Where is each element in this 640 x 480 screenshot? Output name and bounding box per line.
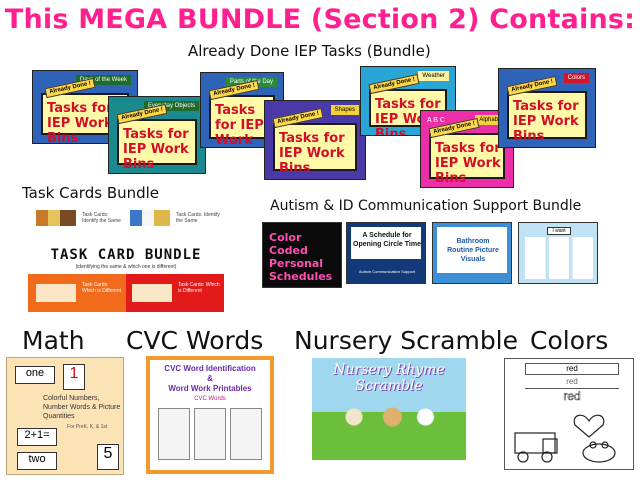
topic-tag: Shapes: [330, 105, 359, 115]
personal-schedules-cover[interactable]: Color Coded Personal Schedules: [262, 222, 342, 288]
task-card-label: Task Cards: Which is Different: [82, 282, 122, 294]
math-label: Math: [22, 326, 85, 355]
task-card-label: Task Cards: Identify the Same: [176, 212, 220, 224]
pictures-right: [132, 284, 172, 302]
nursery-label: Nursery Scramble: [294, 326, 519, 355]
bathroom-routine-cover[interactable]: Bathroom Routine Picture Visuals: [432, 222, 512, 284]
equation-card: 2+1=: [17, 428, 57, 446]
cvc-label: CVC Words: [126, 326, 264, 355]
topic-tag: Everyday Objects: [143, 101, 199, 111]
numeral-card-five: 5: [97, 444, 119, 470]
math-cover[interactable]: one 1 Colorful Numbers, Number Words & P…: [6, 357, 124, 475]
color-word-2: red: [525, 377, 619, 389]
number-word-card-two: two: [17, 452, 57, 470]
cover-text: Tasks for IEP Work Bins: [215, 103, 264, 148]
cover-text: Tasks for IEP Work Bins: [279, 131, 345, 176]
circle-time-title: A Schedule for Opening Circle Time: [353, 232, 421, 248]
task-card-bundle-subtitle: (identifying the same & which one is dif…: [75, 264, 177, 270]
iep-cover-colors[interactable]: Colors Already Done ! Tasks for IEP Work…: [498, 68, 596, 148]
truck-icon: [514, 432, 556, 454]
cover-text: Tasks for IEP Work Bins: [123, 127, 189, 172]
color-word-1: red: [525, 363, 619, 375]
food-pictures: [36, 210, 76, 226]
iep-bundle-heading: Already Done IEP Tasks (Bundle): [188, 42, 431, 60]
cover-frame: [117, 119, 197, 165]
iep-cover-everyday-objects[interactable]: Everyday Objects Already Done ! Tasks fo…: [108, 96, 206, 174]
nursery-rhyme-cover[interactable]: Nursery Rhyme Scramble: [312, 358, 466, 460]
worksheet-preview-3: [230, 408, 262, 460]
worksheet-preview-2: [194, 408, 226, 460]
iep-cover-shapes[interactable]: Shapes Already Done ! Tasks for IEP Work…: [264, 100, 366, 180]
cover-text: Tasks for IEP Work Bins: [513, 99, 579, 144]
cvc-subtitle: CVC Words: [194, 396, 226, 402]
cvc-title-line1: CVC Word Identification: [164, 364, 256, 373]
topic-tag: Weather: [418, 71, 449, 81]
math-title: Colorful Numbers, Number Words & Picture…: [43, 395, 121, 420]
autism-heading: Autism & ID Communication Support Bundle: [270, 198, 582, 214]
cover-frame: [273, 123, 357, 171]
task-row-bottom: Task Cards: Which is Different Task Card…: [28, 274, 224, 312]
topic-tag: Colors: [563, 73, 589, 83]
cvc-title-line2: Word Work Printables: [168, 384, 252, 393]
coloring-pictures: [514, 414, 616, 463]
schedules-title: Color Coded Personal Schedules: [269, 231, 333, 283]
worksheet-preview-1: [158, 408, 190, 460]
task-card-label: Task Cards: Which is Different: [178, 282, 220, 294]
circle-time-subtitle: Autism Communication Support: [358, 269, 416, 274]
characters: [332, 402, 442, 432]
task-card-bundle-cover[interactable]: Task Cards: Identify the Same Task Cards…: [28, 204, 224, 312]
heart-icon: [573, 414, 605, 438]
circle-time-panel: [351, 227, 421, 259]
colors-label: Colors: [530, 326, 609, 355]
abc-letters: A B C: [427, 117, 445, 124]
pecs-grid: [525, 237, 593, 279]
cvc-cover[interactable]: CVC Word Identification & Word Work Prin…: [146, 356, 274, 474]
task-cards-heading: Task Cards Bundle: [22, 184, 160, 202]
numeral-card: 1: [63, 364, 85, 390]
cvc-amp: &: [207, 374, 213, 383]
task-card-label: Task Cards: Identify the Same: [82, 212, 121, 224]
i-want-board-cover[interactable]: I want: [518, 222, 598, 284]
bathroom-panel: [437, 227, 507, 273]
colors-cover[interactable]: red red red: [504, 358, 634, 470]
object-pictures: [130, 210, 170, 226]
number-word-card: one: [15, 366, 55, 384]
topic-tag: Alphabet: [475, 115, 507, 125]
page-title: This MEGA BUNDLE (Section 2) Contains:: [4, 4, 636, 35]
crab-icon: [582, 443, 616, 463]
topic-tag: Days of the Week: [75, 75, 131, 85]
bathroom-title: Bathroom Routine Picture Visuals: [447, 238, 499, 263]
cover-text: Tasks for IEP Work Bins: [435, 141, 501, 186]
pictures-left: [36, 284, 76, 302]
i-want-label: I want: [547, 227, 571, 235]
iep-cover-days-of-week[interactable]: Days of the Week Already Done ! Tasks fo…: [32, 70, 138, 144]
task-row-top: Task Cards: Identify the Same Task Cards…: [28, 208, 224, 230]
color-word-3: red: [563, 389, 581, 404]
cover-frame: [429, 133, 505, 179]
nursery-title: Nursery Rhyme Scramble: [333, 362, 445, 394]
math-grades: For PreK, K, & 1st: [67, 424, 108, 430]
cover-text: Tasks for IEP Work Bins: [47, 101, 113, 144]
task-card-bundle-title: TASK CARD BUNDLE: [50, 247, 202, 263]
cover-frame: [507, 91, 587, 139]
opening-circle-cover[interactable]: A Schedule for Opening Circle Time Autis…: [346, 222, 426, 284]
